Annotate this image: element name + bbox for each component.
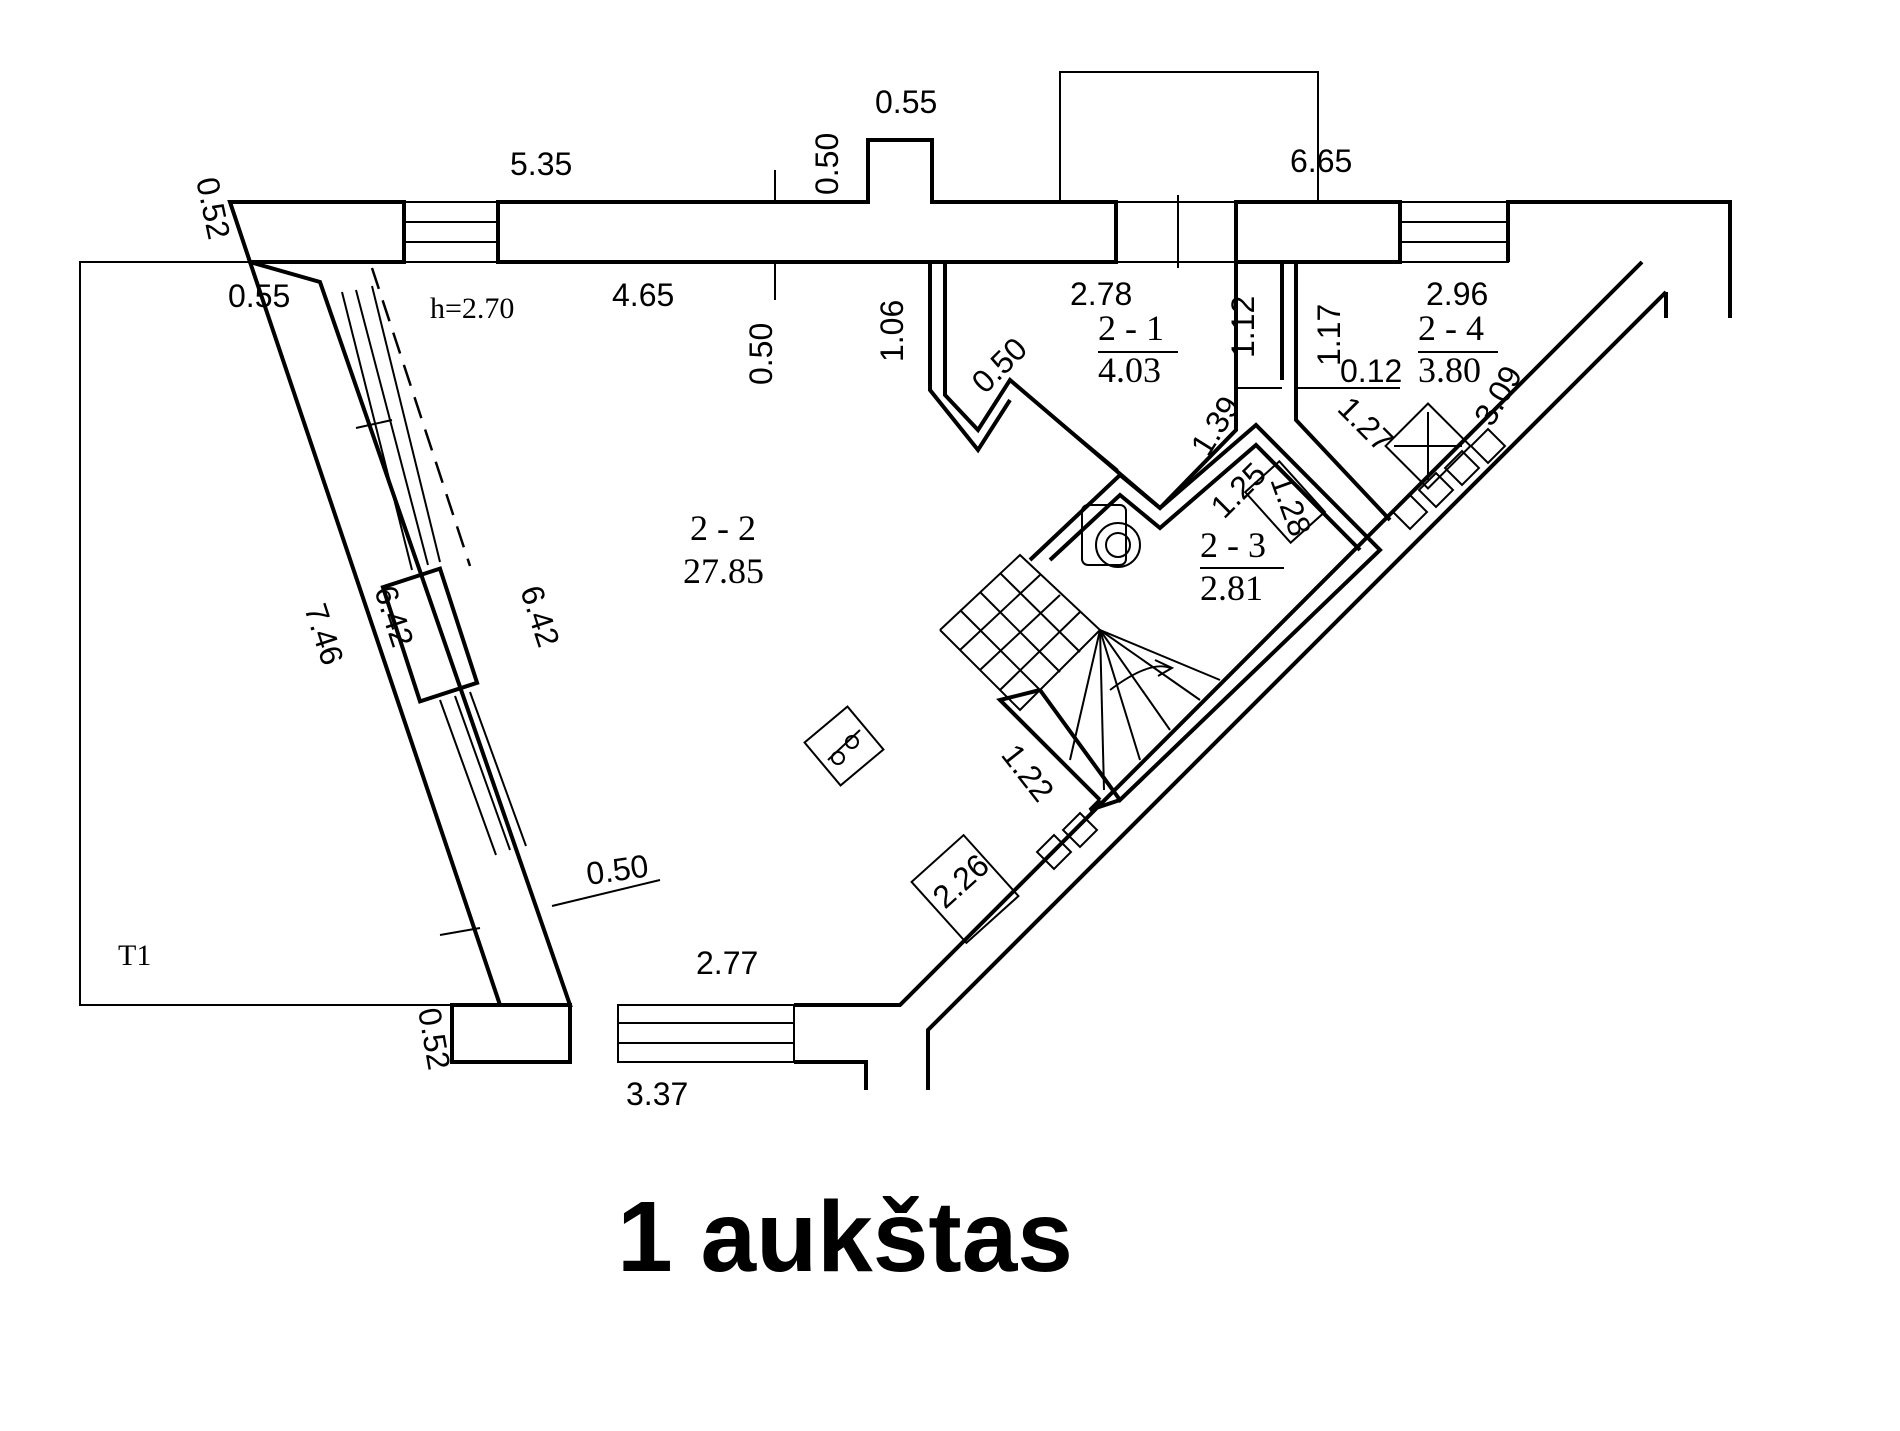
- wall-bottom: [450, 1003, 572, 1064]
- leader-0-50-left-b: [439, 927, 481, 936]
- partition-2-4-bottom: [1294, 380, 1392, 522]
- dim-5-35: 5.35: [510, 146, 572, 182]
- window-left-upper: [341, 285, 441, 571]
- wall-top-right-b: [1506, 200, 1732, 318]
- wall-diagonal-outer: [926, 290, 1668, 1090]
- wall-bottom-right-outer: [794, 1060, 868, 1090]
- vent-ducts: [1035, 427, 1507, 871]
- ceiling-height: h=2.70: [430, 292, 514, 325]
- wall-top-left-corner: [227, 200, 406, 264]
- terrace-outline: [79, 261, 500, 1006]
- dim-1-06: 1.06: [874, 300, 910, 362]
- stair-dim-box: [910, 833, 1020, 945]
- dim-2-78: 2.78: [1070, 276, 1132, 312]
- dim-2-96: 2.96: [1426, 276, 1488, 312]
- window-left-dashed: [370, 267, 472, 567]
- dim-0-52-top: 0.52: [189, 174, 237, 242]
- dim-0-50-inner: 0.50: [743, 323, 779, 385]
- stair-enclosure-right: [1088, 798, 1121, 812]
- leader-0-50-left: [551, 879, 661, 907]
- sink-fixture: [1243, 459, 1327, 545]
- dim-6-42-b: 6.42: [513, 581, 566, 651]
- dim-4-65: 4.65: [612, 277, 674, 313]
- dim-1-25: 1.25: [1203, 455, 1272, 524]
- terrace-label: T1: [118, 939, 151, 972]
- leader-diag-2-1: [1009, 379, 1119, 471]
- stairs: [939, 553, 1221, 791]
- electrical-symbol: [803, 705, 885, 787]
- dim-1-27: 1.27: [1331, 389, 1400, 458]
- room-2-2-area: 27.85: [683, 551, 764, 591]
- dim-0-55-inner: 0.55: [228, 278, 290, 314]
- dim-1-22: 1.22: [994, 737, 1061, 808]
- stove-fixture: [1384, 402, 1472, 490]
- dim-0-50-top: 0.50: [809, 133, 845, 195]
- partition-wc-inner: [1048, 442, 1362, 562]
- wall-top-right-a: [1234, 200, 1402, 264]
- window-left-lower: [439, 691, 527, 856]
- toilet-fixture: [1081, 504, 1141, 568]
- wall-top-main: [496, 138, 1118, 264]
- dim-0-50-left: 0.50: [584, 848, 651, 892]
- dim-1-12: 1.12: [1225, 296, 1261, 358]
- room-2-1-area: 4.03: [1098, 350, 1161, 390]
- room-2-2-id: 2 - 2: [690, 508, 756, 548]
- room-2-4-id: 2 - 4: [1418, 308, 1484, 348]
- window-top-right: [1399, 201, 1509, 263]
- window-bottom: [617, 1004, 795, 1063]
- room-2-1-id: 2 - 1: [1098, 308, 1164, 348]
- dim-0-55-chimney: 0.55: [875, 84, 937, 120]
- dim-1-17: 1.17: [1311, 304, 1347, 366]
- dim-7-46: 7.46: [297, 599, 350, 669]
- room-2-3-area: 2.81: [1200, 568, 1263, 608]
- dim-2-77: 2.77: [696, 945, 758, 981]
- room-2-4-area: 3.80: [1418, 350, 1481, 390]
- wall-left-pier: [380, 566, 480, 704]
- dim-2-26: 2.26: [926, 847, 996, 915]
- room-2-3-id: 2 - 3: [1200, 525, 1266, 565]
- dim-0-12: 0.12: [1340, 353, 1402, 389]
- dim-3-37: 3.37: [626, 1076, 688, 1112]
- stair-enclosure: [996, 688, 1102, 802]
- door-top-middle: [1116, 195, 1236, 268]
- floor-title: 1 aukštas: [617, 1181, 1073, 1293]
- dim-6-65: 6.65: [1290, 143, 1352, 179]
- partition-2-1-left-inner: [928, 262, 1012, 454]
- window-top-left: [403, 201, 499, 263]
- annex-outline: [1059, 71, 1319, 202]
